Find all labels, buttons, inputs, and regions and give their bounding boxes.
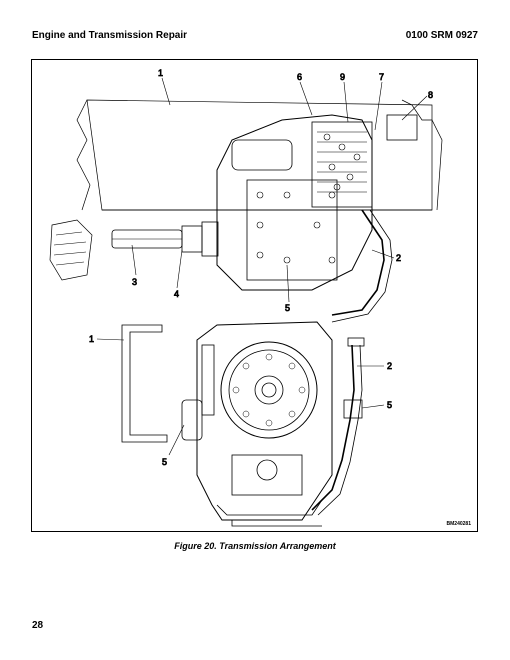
callout-5-top: 5 [285, 303, 290, 313]
callout-4-top: 4 [174, 289, 179, 299]
front-view-leaders [96, 338, 385, 456]
callout-7-top: 7 [379, 72, 384, 82]
figure-code: BM240281 [446, 521, 471, 527]
callout-2-bottom: 2 [387, 361, 392, 371]
callout-2-top: 2 [396, 253, 401, 263]
section-title: Engine and Transmission Repair [32, 30, 188, 41]
figure-frame: 1 6 9 7 8 2 3 4 5 [31, 59, 478, 532]
side-view-leaders [131, 77, 428, 303]
page-number: 28 [32, 620, 44, 631]
figure-caption: Figure 20. Transmission Arrangement [174, 541, 336, 551]
callout-3-top: 3 [132, 277, 137, 287]
callout-5-bottom-left: 5 [162, 457, 167, 467]
callout-9-top: 9 [340, 72, 345, 82]
callout-6-top: 6 [297, 72, 302, 82]
front-view-drawing [121, 321, 365, 527]
callout-1-top: 1 [158, 68, 163, 78]
callout-5-bottom-right: 5 [387, 400, 392, 410]
callout-8-top: 8 [428, 90, 433, 100]
transmission-illustration: 1 6 9 7 8 2 3 4 5 [49, 68, 443, 527]
side-view-drawing [49, 99, 443, 323]
callout-1-bottom: 1 [89, 334, 94, 344]
document-code: 0100 SRM 0927 [405, 30, 478, 41]
